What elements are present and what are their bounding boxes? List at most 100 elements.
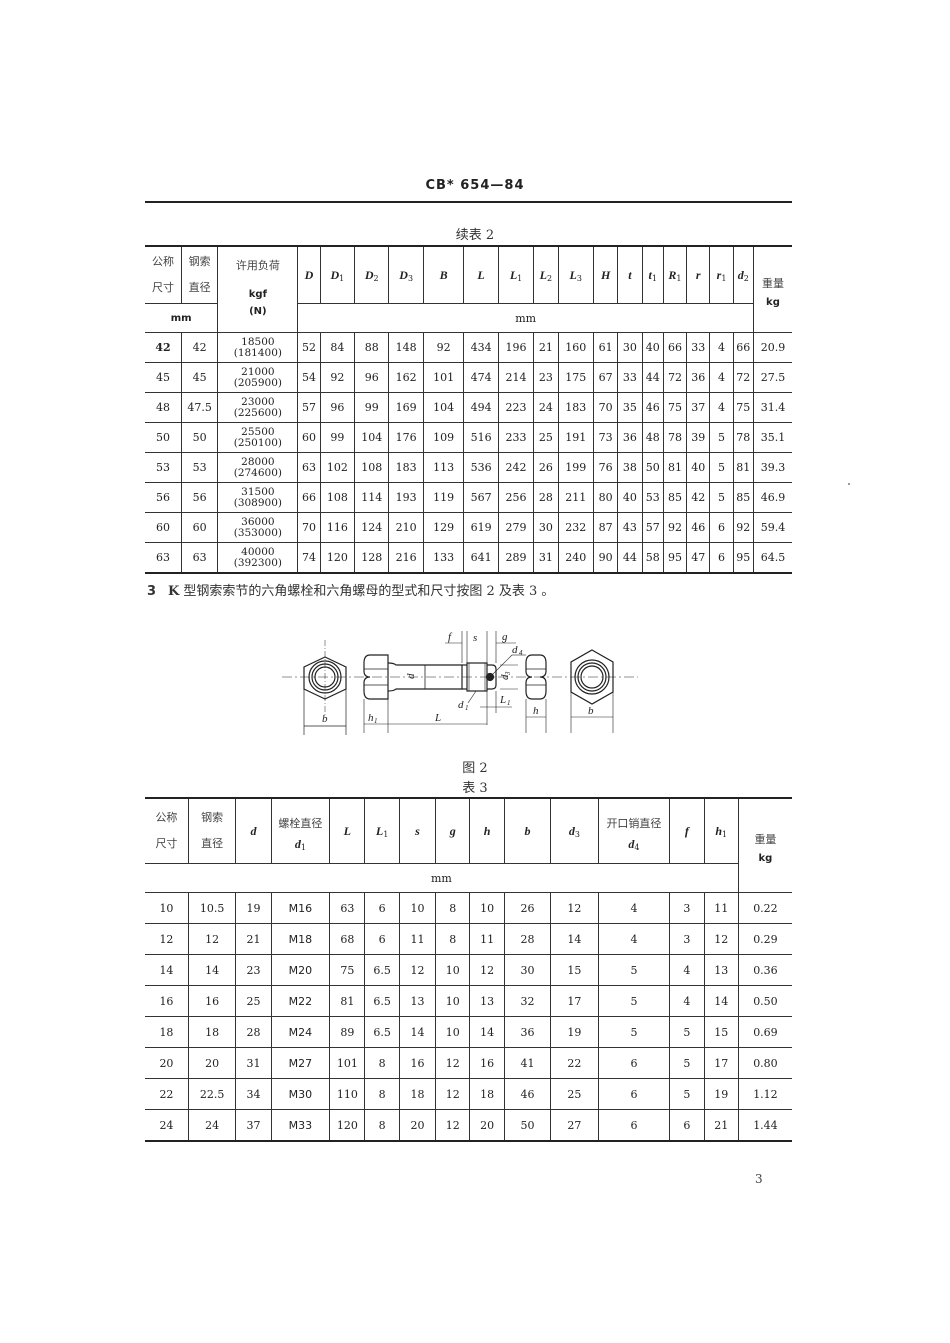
cell-dimension: 10 bbox=[469, 892, 505, 924]
cell-dimension: 120 bbox=[319, 542, 356, 574]
svg-text:h: h bbox=[368, 712, 374, 724]
cell-weight: 31.4 bbox=[752, 392, 792, 423]
cell-dimension: 38 bbox=[617, 452, 643, 483]
cell-dimension: 57 bbox=[641, 512, 664, 543]
cell-dimension: 47 bbox=[686, 542, 711, 574]
cell-dimension: 99 bbox=[354, 392, 390, 423]
cell-nominal-size: 22 bbox=[145, 1078, 189, 1110]
cell-dimension: 75 bbox=[732, 392, 754, 423]
cell-dimension: 35 bbox=[617, 392, 643, 423]
clause-text: 型钢索索节的六角螺栓和六角螺母的型式和尺寸按图 2 及表 3 。 bbox=[183, 584, 555, 599]
svg-text:s: s bbox=[473, 632, 477, 644]
cell-dimension: 4 bbox=[669, 985, 705, 1017]
cell-rope-diameter: 16 bbox=[187, 985, 237, 1017]
cell-allowable-load: 25500(250100) bbox=[217, 422, 299, 453]
cell-dimension: 78 bbox=[732, 422, 754, 453]
cell-d: 31 bbox=[235, 1047, 272, 1079]
cell-dimension: 90 bbox=[592, 542, 619, 574]
cell-nominal-size: 45 bbox=[145, 362, 182, 393]
cell-dimension: 76 bbox=[592, 452, 619, 483]
cell-nominal-size: 14 bbox=[145, 954, 189, 986]
cell-dimension: 12 bbox=[703, 923, 739, 955]
cell-dimension: 6 bbox=[709, 542, 734, 574]
cell-dimension: 22 bbox=[550, 1047, 599, 1079]
cell-nominal-size: 56 bbox=[145, 482, 182, 513]
cell-dimension: 17 bbox=[703, 1047, 739, 1079]
cell-dimension: 6 bbox=[597, 1047, 671, 1079]
page-number: 3 bbox=[755, 1172, 763, 1186]
clause-type-letter: K bbox=[168, 584, 180, 599]
header-dim: L1 bbox=[497, 245, 535, 304]
cell-dimension: 102 bbox=[319, 452, 356, 483]
cell-dimension: 223 bbox=[497, 392, 535, 423]
cell-dimension: 10 bbox=[435, 1016, 471, 1048]
header-unit-mm: mm bbox=[297, 303, 754, 333]
cell-dimension: 19 bbox=[703, 1078, 739, 1110]
cell-dimension: 109 bbox=[422, 422, 465, 453]
cell-dimension: 96 bbox=[354, 362, 390, 393]
cell-dimension: 101 bbox=[329, 1047, 366, 1079]
cell-nominal-size: 50 bbox=[145, 422, 182, 453]
cell-dimension: 13 bbox=[703, 954, 739, 986]
cell-rope-diameter: 10.5 bbox=[187, 892, 237, 924]
cell-dimension: 214 bbox=[497, 362, 535, 393]
cell-dimension: 256 bbox=[497, 482, 535, 513]
table3-caption: 表 3 bbox=[462, 781, 488, 796]
cell-dimension: 28 bbox=[503, 923, 552, 955]
header-dim: g bbox=[435, 797, 471, 864]
cell-dimension: 434 bbox=[463, 332, 499, 363]
cell-weight: 59.4 bbox=[752, 512, 792, 543]
cell-dimension: 88 bbox=[354, 332, 390, 363]
cell-dimension: 27 bbox=[550, 1109, 599, 1142]
clause-number: 3 bbox=[147, 584, 157, 599]
cell-weight: 0.22 bbox=[737, 892, 792, 924]
cell-dimension: 20 bbox=[469, 1109, 505, 1142]
cell-dimension: 129 bbox=[422, 512, 465, 543]
svg-text:b: b bbox=[322, 713, 328, 725]
cell-dimension: 12 bbox=[469, 954, 505, 986]
cell-dimension: 66 bbox=[297, 482, 321, 513]
svg-text:g: g bbox=[502, 631, 508, 643]
cell-dimension: 12 bbox=[435, 1109, 471, 1142]
cell-dimension: 73 bbox=[592, 422, 619, 453]
cell-dimension: 110 bbox=[329, 1078, 366, 1110]
cell-dimension: 101 bbox=[422, 362, 465, 393]
cell-dimension: 81 bbox=[662, 452, 688, 483]
cell-rope-diameter: 12 bbox=[187, 923, 237, 955]
header-dim: H bbox=[592, 245, 619, 304]
cell-dimension: 85 bbox=[662, 482, 688, 513]
cell-dimension: 10 bbox=[398, 892, 437, 924]
cell-dimension: 13 bbox=[469, 985, 505, 1017]
cell-dimension: 28 bbox=[533, 482, 559, 513]
cell-bolt-diameter: M33 bbox=[270, 1109, 331, 1142]
cell-dimension: 128 bbox=[354, 542, 390, 574]
cell-dimension: 4 bbox=[669, 954, 705, 986]
cell-dimension: 25 bbox=[533, 422, 559, 453]
cell-dimension: 114 bbox=[354, 482, 390, 513]
cell-dimension: 36 bbox=[617, 422, 643, 453]
hex-end-view-left-icon: b bbox=[303, 640, 347, 735]
cell-dimension: 8 bbox=[364, 1047, 400, 1079]
header-weight: 重量 kg bbox=[737, 797, 792, 893]
cell-weight: 0.29 bbox=[737, 923, 792, 955]
cell-dimension: 92 bbox=[662, 512, 688, 543]
header-unit-mm: mm bbox=[145, 303, 219, 333]
cell-dimension: 104 bbox=[354, 422, 390, 453]
cell-allowable-load: 23000(225600) bbox=[217, 392, 299, 423]
scan-speck bbox=[848, 483, 850, 485]
cell-allowable-load: 28000(274600) bbox=[217, 452, 299, 483]
cell-dimension: 63 bbox=[297, 452, 321, 483]
header-dim: s bbox=[398, 797, 437, 864]
cell-dimension: 14 bbox=[550, 923, 599, 955]
cell-weight: 64.5 bbox=[752, 542, 792, 574]
cell-dimension: 6 bbox=[364, 892, 400, 924]
svg-text:b: b bbox=[588, 705, 594, 717]
cell-dimension: 6.5 bbox=[364, 1016, 400, 1048]
hex-end-view-right-icon: b bbox=[570, 649, 614, 733]
header-dim: b bbox=[503, 797, 552, 864]
document-code: CB* 654—84 bbox=[425, 178, 525, 193]
cell-dimension: 641 bbox=[463, 542, 499, 574]
